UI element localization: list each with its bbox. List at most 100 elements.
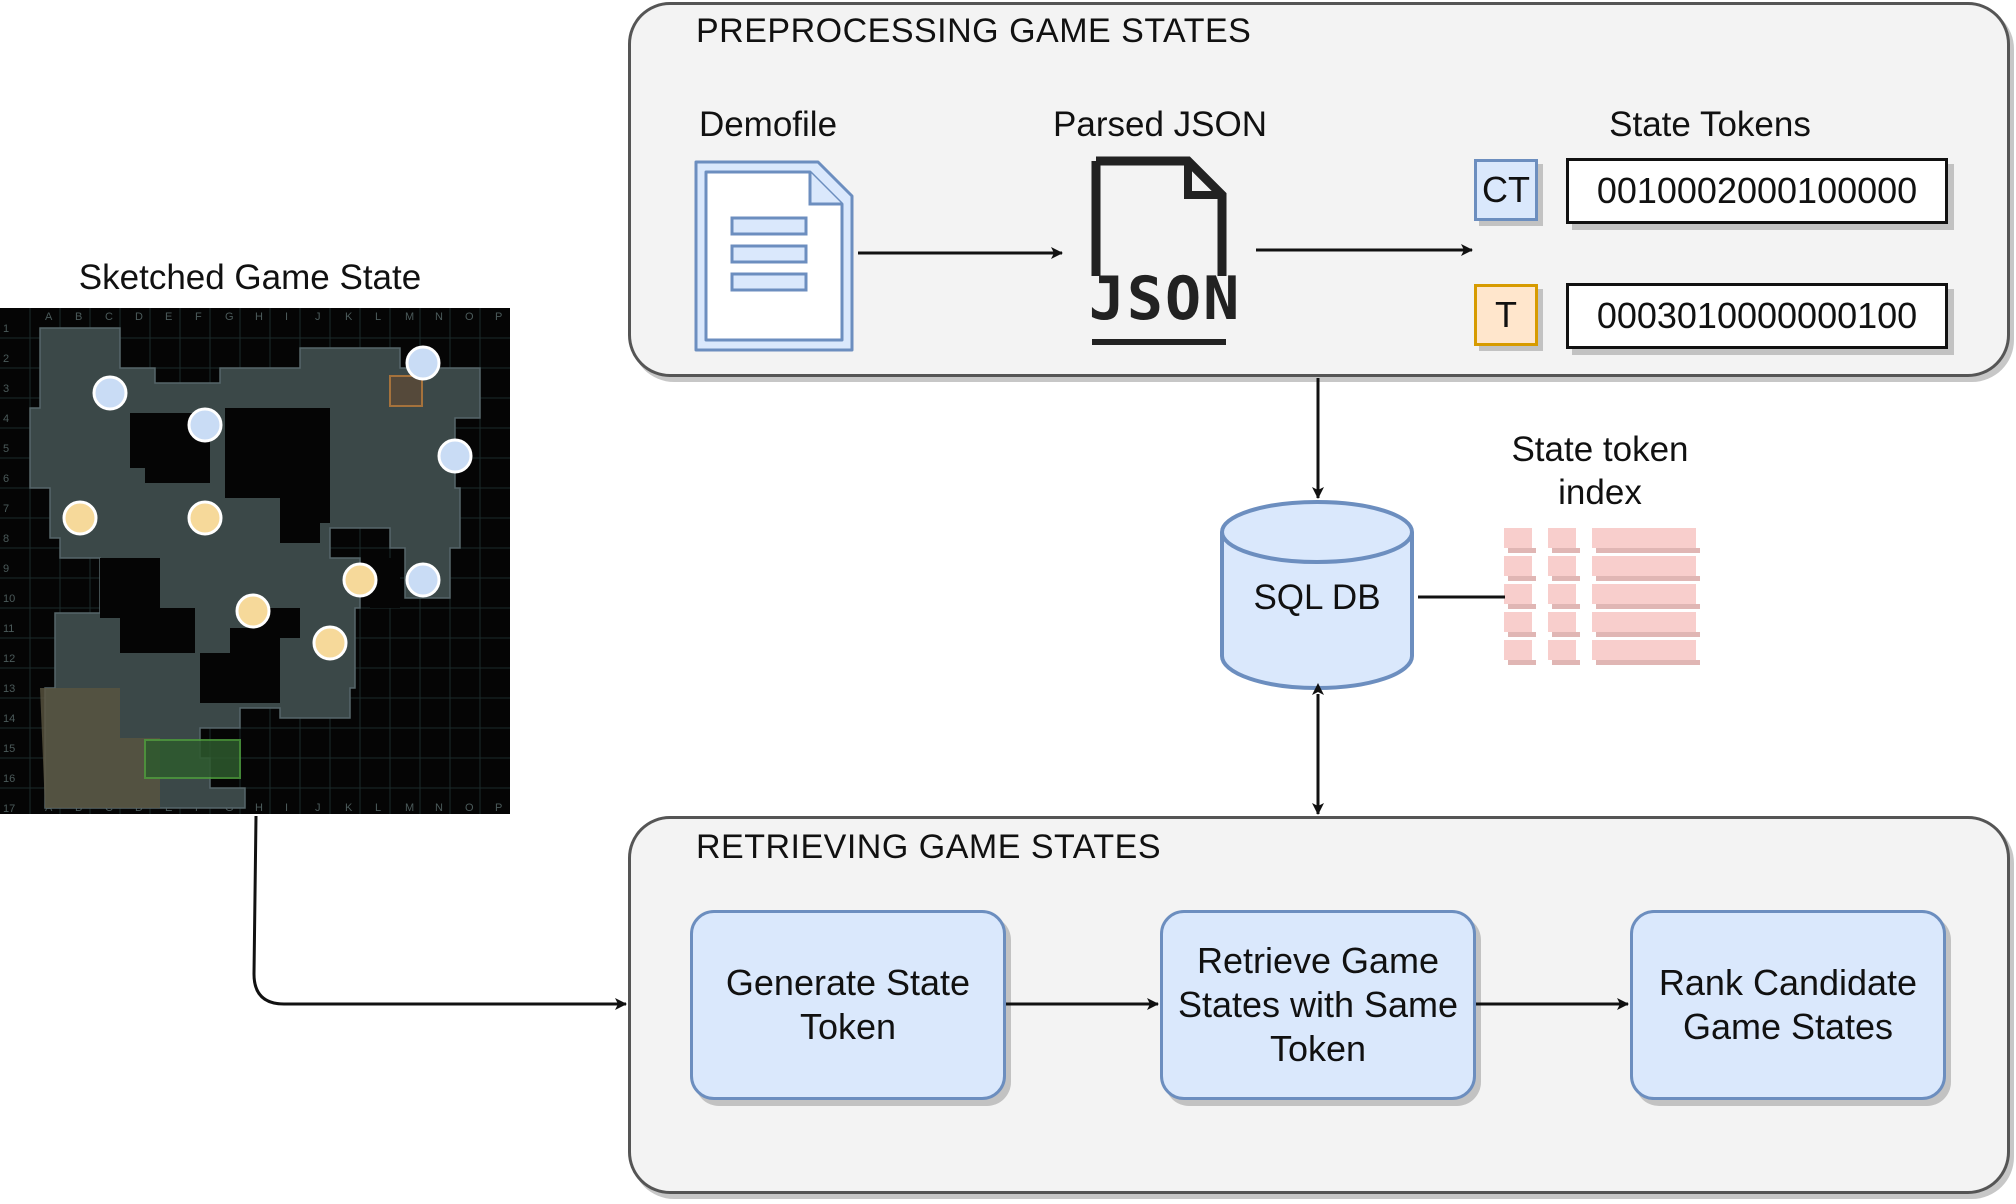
- index-cell-shadow: [1508, 660, 1536, 665]
- parsed-json-label: Parsed JSON: [1053, 105, 1267, 144]
- game-state-map: AABBCCDDEEFFGGHHIIJJKKLLMMNNOOPP12345678…: [0, 308, 510, 814]
- database-icon: [1220, 500, 1414, 690]
- map-row-number: 11: [3, 623, 14, 635]
- map-row-number: 15: [3, 743, 15, 755]
- demofile-label: Demofile: [698, 105, 838, 144]
- t-team-label: T: [1495, 294, 1517, 335]
- t-state-token: 0003010000000100: [1566, 283, 1948, 349]
- t-team-badge: T: [1474, 284, 1538, 346]
- map-column-letter: N: [435, 311, 443, 323]
- generate-step-line1: Generate State: [725, 962, 971, 1003]
- index-cell: [1548, 640, 1576, 660]
- map-column-letter: L: [375, 311, 381, 323]
- t-player-marker: [187, 500, 223, 536]
- ct-player-marker: [405, 345, 441, 381]
- map-column-letter: K: [345, 311, 353, 323]
- index-cell: [1592, 556, 1696, 576]
- index-cell-shadow: [1552, 548, 1580, 553]
- map-column-letter: A: [45, 311, 53, 323]
- sketch-title: Sketched Game State: [78, 258, 422, 297]
- index-cell: [1548, 556, 1576, 576]
- generate-step-line2: Token: [799, 1006, 897, 1047]
- ct-player-marker: [437, 438, 473, 474]
- index-cell: [1592, 612, 1696, 632]
- map-row-number: 17: [3, 803, 15, 814]
- index-cell: [1504, 528, 1532, 548]
- index-cell-shadow: [1552, 660, 1580, 665]
- index-label-line2: index: [1558, 473, 1642, 512]
- state-tokens-label: State Tokens: [1609, 105, 1811, 144]
- index-cell: [1548, 528, 1576, 548]
- index-cell: [1504, 584, 1532, 604]
- map-row-number: 7: [3, 503, 9, 515]
- t-player-marker: [312, 625, 348, 661]
- index-cell-shadow: [1596, 660, 1700, 665]
- map-column-letter: M: [405, 311, 414, 323]
- index-cell-shadow: [1508, 576, 1536, 581]
- map-row-number: 16: [3, 773, 15, 785]
- t-player-marker: [235, 593, 271, 629]
- index-cell-shadow: [1508, 632, 1536, 637]
- retrieving-title: RETRIEVING GAME STATES: [696, 828, 1162, 866]
- map-column-letter: B: [75, 311, 82, 323]
- index-cell: [1592, 528, 1696, 548]
- map-column-letter: J: [315, 802, 321, 814]
- map-column-letter: C: [105, 311, 113, 323]
- index-cell: [1592, 640, 1696, 660]
- index-cell-shadow: [1552, 604, 1580, 609]
- index-cell-shadow: [1596, 632, 1700, 637]
- document-icon: [694, 160, 854, 352]
- arrow-sketch-to-retrieve: [252, 815, 627, 1010]
- generate-token-step: Generate State Token: [690, 910, 1006, 1100]
- map-column-letter: P: [495, 311, 502, 323]
- index-cell: [1504, 640, 1532, 660]
- index-label-line1: State token: [1511, 430, 1689, 469]
- index-cell-shadow: [1508, 548, 1536, 553]
- map-column-letter: G: [225, 311, 234, 323]
- index-cell: [1548, 612, 1576, 632]
- map-column-letter: H: [255, 802, 263, 814]
- ct-team-label: CT: [1482, 169, 1530, 210]
- index-cell-shadow: [1552, 576, 1580, 581]
- map-row-number: 1: [3, 323, 9, 335]
- map-row-number: 6: [3, 473, 9, 485]
- index-cell-shadow: [1596, 576, 1700, 581]
- index-cell-shadow: [1552, 632, 1580, 637]
- map-column-letter: H: [255, 311, 263, 323]
- map-row-number: 9: [3, 563, 9, 575]
- map-row-number: 12: [3, 653, 15, 665]
- t-token-value: 0003010000000100: [1596, 295, 1918, 336]
- map-column-letter: M: [405, 802, 414, 814]
- map-column-letter: F: [195, 311, 202, 323]
- map-column-letter: D: [135, 311, 143, 323]
- database-label: SQL DB: [1253, 578, 1381, 617]
- rank-candidates-step: Rank Candidate Game States: [1630, 910, 1946, 1100]
- map-row-number: 13: [3, 683, 15, 695]
- map-column-letter: P: [495, 802, 502, 814]
- preprocessing-title: PREPROCESSING GAME STATES: [696, 12, 1252, 50]
- index-cell: [1548, 584, 1576, 604]
- json-file-icon: [1091, 156, 1227, 345]
- index-cell-shadow: [1508, 604, 1536, 609]
- map-column-letter: L: [375, 802, 381, 814]
- index-cell: [1504, 612, 1532, 632]
- table-index-icon: [1504, 528, 1700, 665]
- rank-step-line1: Rank Candidate: [1658, 962, 1918, 1003]
- map-column-letter: N: [435, 802, 443, 814]
- index-cell: [1504, 556, 1532, 576]
- map-column-letter: I: [285, 802, 288, 814]
- retrieve-step-line3: Token: [1269, 1028, 1367, 1069]
- map-row-number: 5: [3, 443, 9, 455]
- rank-step-line2: Game States: [1682, 1006, 1894, 1047]
- ct-team-badge: CT: [1474, 159, 1538, 221]
- map-row-number: 8: [3, 533, 9, 545]
- retrieve-step-line1: Retrieve Game: [1196, 940, 1440, 981]
- map-row-number: 14: [3, 713, 15, 725]
- index-cell-shadow: [1596, 604, 1700, 609]
- map-column-letter: E: [165, 311, 172, 323]
- t-player-marker: [62, 500, 98, 536]
- ct-token-value: 0010002000100000: [1596, 170, 1918, 211]
- retrieve-step-line2: States with Same: [1177, 984, 1459, 1025]
- index-cell: [1592, 584, 1696, 604]
- ct-player-marker: [92, 375, 128, 411]
